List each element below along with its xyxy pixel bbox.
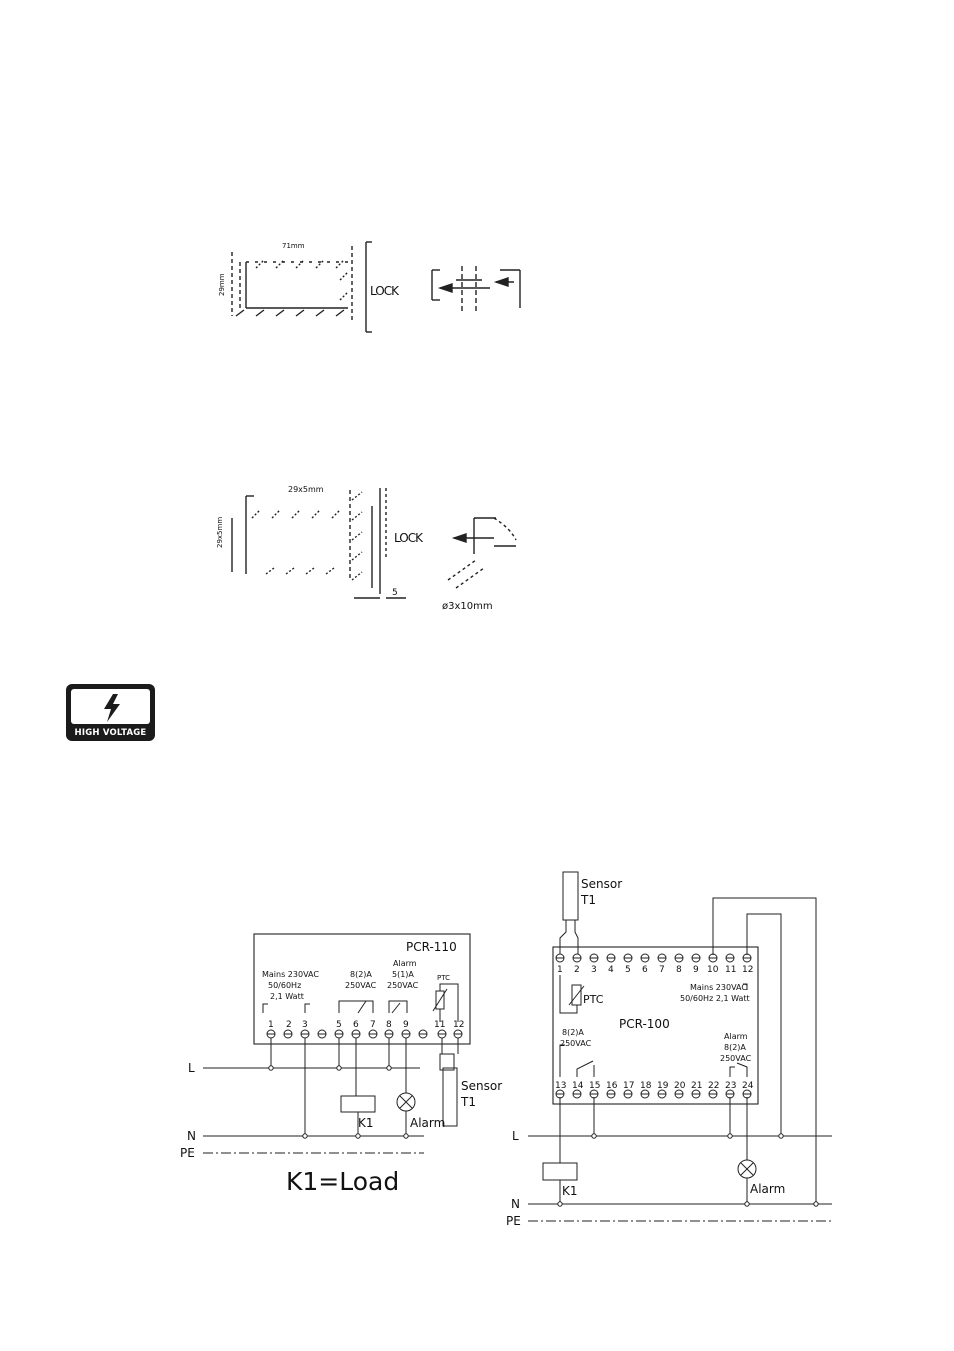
pcr110-wiring xyxy=(203,1038,459,1154)
mounting-drawing-top: 29mm 71mm LOCK xyxy=(218,241,521,333)
pcr100-k1-label: K1 xyxy=(562,1184,578,1198)
pcr100-housing xyxy=(552,946,759,1105)
pcr110-alarm-1: Alarm xyxy=(393,959,417,968)
dim-height-bottom: 29x5mm xyxy=(216,517,224,548)
pcr100-terminal-number: 15 xyxy=(589,1081,600,1091)
pcr110-junctions xyxy=(268,1065,409,1139)
pcr100-alarm-3: 250VAC xyxy=(720,1054,752,1063)
pcr100-sensor-probe xyxy=(562,871,579,921)
pcr110-title: PCR-110 xyxy=(406,940,457,954)
pcr100-terminal-number: 16 xyxy=(606,1081,618,1091)
pcr100-alarm-1: Alarm xyxy=(724,1032,748,1041)
pcr110-relay-2: 250VAC xyxy=(345,981,377,990)
dim-width-top: 71mm xyxy=(282,242,305,250)
pcr100-wiring xyxy=(528,897,832,1222)
pcr110-ptc-label: PTC xyxy=(437,974,450,982)
pcr110-housing xyxy=(253,933,471,1045)
pcr110-terminal-screws xyxy=(266,1029,463,1039)
pcr100-terminal-number: 18 xyxy=(640,1081,652,1091)
pcr100-terminal-number: 11 xyxy=(725,965,736,975)
pcr100-mains-1: Mains 230VAC xyxy=(690,983,747,992)
pcr110-terminal-number: 3 xyxy=(302,1020,308,1030)
pcr100-terminal-number: 1 xyxy=(557,965,563,975)
pcr110-terminal-number: 12 xyxy=(453,1020,464,1030)
pcr100-internal-lines xyxy=(559,975,748,1077)
pcr110-k1-label: K1 xyxy=(358,1116,374,1130)
pcr100-line-n: N xyxy=(511,1197,520,1211)
clip-label-top: LOCK xyxy=(370,284,400,298)
pcr100-title: PCR-100 xyxy=(619,1017,670,1031)
pcr100-terminal-number: 23 xyxy=(725,1081,736,1091)
pcr100-line-pe: PE xyxy=(506,1214,521,1228)
pcr110-line-n: N xyxy=(187,1129,196,1143)
pcr110-terminal-number: 1 xyxy=(268,1020,274,1030)
dim-width-bottom: 29x5mm xyxy=(288,485,324,494)
pcr100-top-screws xyxy=(555,953,752,963)
pcr100-terminal-number: 6 xyxy=(642,965,648,975)
pcr110-mains-1: Mains 230VAC xyxy=(262,970,319,979)
pcr100-diagram: Sensor T1 PCR-100 1 2 3 4 5 6 7 8 9 10 1… xyxy=(506,871,832,1228)
pcr100-relay-1: 8(2)A xyxy=(562,1028,584,1037)
pcr110-diagram: PCR-110 Mains 230VAC 50/60Hz 2,1 Watt 8(… xyxy=(180,933,502,1196)
high-voltage-warning: HIGH VOLTAGE xyxy=(66,684,155,741)
pcr110-terminal-number: 9 xyxy=(403,1020,409,1030)
high-voltage-label: HIGH VOLTAGE xyxy=(74,728,147,738)
pcr100-mains-2: 50/60Hz 2,1 Watt xyxy=(680,994,750,1003)
pcr100-terminal-number: 4 xyxy=(608,965,614,975)
pcr110-terminal-number: 6 xyxy=(353,1020,359,1030)
pcr110-alarm-2: 5(1)A xyxy=(392,970,414,979)
pcr100-terminal-number: 8 xyxy=(676,965,682,975)
pcr100-sensor-label-2: T1 xyxy=(580,893,596,907)
panel-thickness: 5 xyxy=(392,588,398,598)
pcr100-bottom-terminal-numbers: 13 14 15 16 17 18 19 20 21 22 23 24 xyxy=(555,1081,754,1091)
pcr110-sensor-label-2: T1 xyxy=(460,1095,476,1109)
pcr100-terminal-number: 22 xyxy=(708,1081,719,1091)
pcr100-sensor-label-1: Sensor xyxy=(581,877,622,891)
lightning-bolt-icon xyxy=(104,694,120,722)
pcr100-terminal-number: 12 xyxy=(742,965,753,975)
pcr100-terminal-number: 21 xyxy=(691,1081,702,1091)
pcr100-ptc-label: PTC xyxy=(583,993,604,1006)
pcr100-terminal-number: 10 xyxy=(707,965,719,975)
pcr100-terminal-number: 7 xyxy=(659,965,665,975)
pcr110-terminal-number: 8 xyxy=(386,1020,392,1030)
pcr100-terminal-number: 2 xyxy=(574,965,580,975)
pcr100-terminal-number: 14 xyxy=(572,1081,584,1091)
pcr110-terminal-number: 5 xyxy=(336,1020,342,1030)
pcr110-alarm-3: 250VAC xyxy=(387,981,419,990)
pcr100-terminal-number: 17 xyxy=(623,1081,634,1091)
pcr110-line-l: L xyxy=(188,1061,195,1075)
pcr110-mains-2: 50/60Hz xyxy=(268,981,301,990)
pcr110-terminal-number: 11 xyxy=(434,1020,445,1030)
pcr110-terminal-number: 2 xyxy=(286,1020,292,1030)
mounting-drawing-bottom: 29x5mm 29x5mm LOCK 5 ø3x10mm xyxy=(216,485,517,612)
pcr100-terminal-number: 24 xyxy=(742,1081,754,1091)
pcr100-line-l: L xyxy=(512,1129,519,1143)
drill-note: ø3x10mm xyxy=(442,601,493,612)
pcr100-terminal-number: 13 xyxy=(555,1081,566,1091)
load-note: K1=Load xyxy=(286,1167,399,1196)
pcr110-relay-1: 8(2)A xyxy=(350,970,372,979)
pcr100-relay-2: 250VAC xyxy=(560,1039,592,1048)
pcr110-terminal-number: 7 xyxy=(370,1020,376,1030)
pcr110-line-pe: PE xyxy=(180,1146,195,1160)
pcr100-junctions xyxy=(557,1133,819,1207)
warning-panel xyxy=(71,689,150,724)
pcr100-alarm-2: 8(2)A xyxy=(724,1043,746,1052)
pcr110-terminal-numbers: 1 2 3 5 6 7 8 9 11 12 xyxy=(268,1020,464,1030)
pcr100-alarm-lamp-label: Alarm xyxy=(750,1182,785,1196)
pcr100-terminal-number: 3 xyxy=(591,965,597,975)
pcr110-mains-3: 2,1 Watt xyxy=(270,992,304,1001)
pcr100-bottom-screws xyxy=(555,1089,752,1099)
pcr100-terminal-number: 9 xyxy=(693,965,699,975)
clip-label-bottom: LOCK xyxy=(394,531,424,545)
dim-height-top: 29mm xyxy=(218,273,226,296)
pcr100-terminal-number: 19 xyxy=(657,1081,669,1091)
pcr110-alarm-lamp-label: Alarm xyxy=(410,1116,445,1130)
pcr100-terminal-number: 20 xyxy=(674,1081,686,1091)
pcr100-terminal-number: 5 xyxy=(625,965,631,975)
pcr100-top-terminal-numbers: 1 2 3 4 5 6 7 8 9 10 11 12 xyxy=(557,965,753,975)
pcr110-sensor-label-1: Sensor xyxy=(461,1079,502,1093)
